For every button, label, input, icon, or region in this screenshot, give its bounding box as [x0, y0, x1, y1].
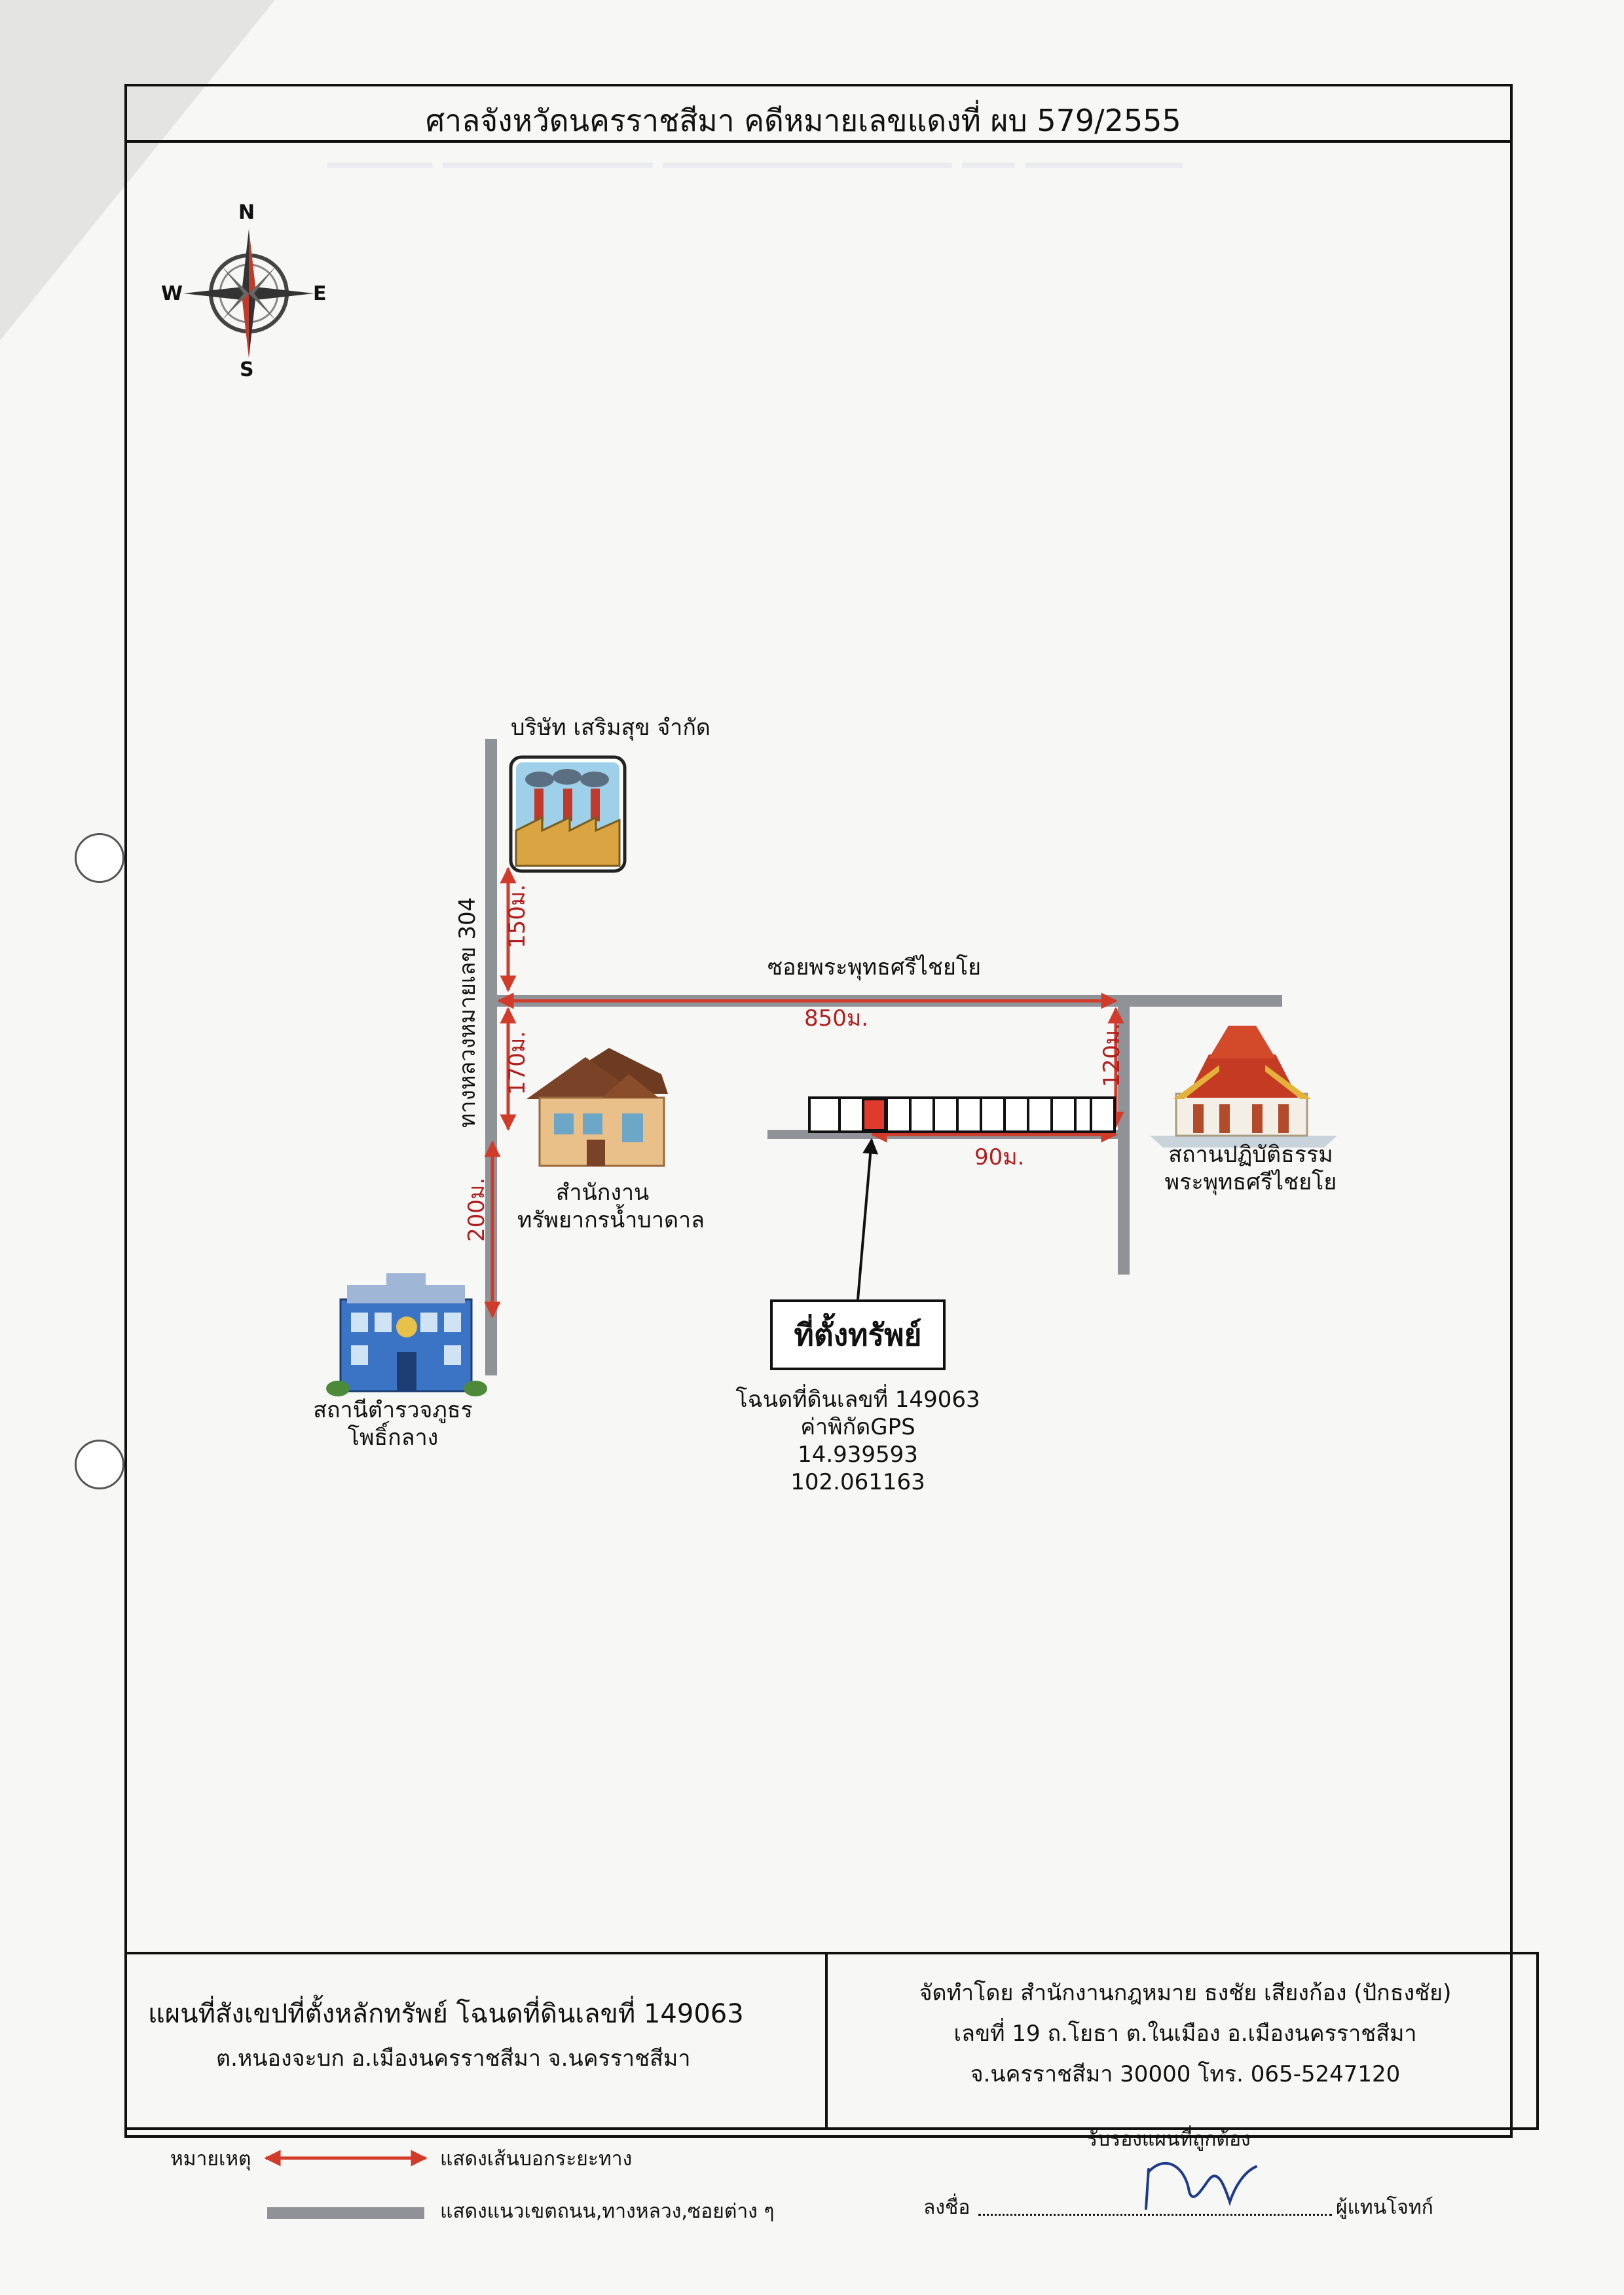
- groundwater-office-icon: [526, 1048, 668, 1167]
- handwritten-signature: [1145, 2162, 1257, 2210]
- groundwater-office-label-line2: ทรัพยากรน้ำบาดาล: [517, 1207, 705, 1233]
- page-title: ศาลจังหวัดนครราชสีมา คดีหมายเลขแดงที่ ผบ…: [426, 103, 1181, 138]
- footer-box: [124, 1952, 1539, 2130]
- footer-prepared-by: จัดทำโดย สำนักงานกฎหมาย ธงชัย เสียงก้อง …: [919, 1980, 1452, 2006]
- sign-suffix: ผู้แทนโจทก์: [1336, 2196, 1433, 2219]
- highway-road-label: ทางหลวงหมายเลข 304: [454, 897, 481, 1128]
- police-station-label-line2: โพธิ์กลาง: [347, 1425, 439, 1451]
- legend-distance-swatch: [264, 2150, 428, 2167]
- distance-arrows: [484, 867, 1124, 1318]
- sign-prefix: ลงชื่อ: [923, 2196, 970, 2219]
- footer-map-title: แผนที่สังเขปที่ตั้งหลักทรัพย์ โฉนดที่ดิน…: [148, 1999, 744, 2029]
- distance-label-90: 90ม.: [974, 1144, 1025, 1170]
- soi-road-label: ซอยพระพุทธศรีไชยโย: [767, 954, 982, 980]
- legend-road-label: แสดงแนวเขตถนน,ทางหลวง,ซอยต่าง ๆ: [440, 2200, 775, 2223]
- temple-label-line2: พระพุทธศรีไชยโย: [1164, 1169, 1337, 1195]
- distance-label-850: 850ม.: [804, 1005, 869, 1032]
- compass-rose-icon: [183, 229, 314, 358]
- title-bar: [124, 84, 1513, 143]
- factory-icon: [509, 755, 627, 873]
- compass-north-label: N: [238, 201, 255, 224]
- site-location-box: ที่ตั้งทรัพย์: [770, 1299, 946, 1370]
- temple-icon: [1150, 1026, 1337, 1148]
- legend-distance-label: แสดงเส้นบอกระยะทาง: [440, 2148, 633, 2171]
- distance-label-120: 120ม.: [1099, 1022, 1125, 1087]
- footer-contact: จ.นครราชสีมา 30000 โทร. 065-5247120: [970, 2061, 1401, 2087]
- site-pointer-line: [857, 1138, 879, 1300]
- punch-hole-bottom: [75, 1440, 124, 1489]
- folded-corner: [0, 0, 275, 341]
- company-label: บริษัท เสริมสุข จำกัด: [511, 715, 711, 741]
- distance-label-170: 170ม.: [504, 1030, 530, 1095]
- distance-label-150: 150ม.: [504, 884, 530, 948]
- bleed-through-text: ▔▔▔▔ ▔▔▔▔▔▔▔▔ ▔▔▔▔▔▔▔▔▔▔▔ ▔▔ ▔▔▔▔▔▔: [327, 164, 1183, 203]
- footer-divider: [825, 1952, 828, 2130]
- site-gps-lon: 102.061163: [790, 1469, 925, 1495]
- compass-east-label: E: [313, 282, 327, 305]
- legend-road-swatch: [267, 2207, 424, 2219]
- police-station-label-line1: สถานีตำรวจภูธร: [313, 1397, 473, 1423]
- site-gps-label: ค่าพิกัดGPS: [800, 1414, 915, 1440]
- compass-south-label: S: [240, 358, 254, 381]
- sign-dotted-line: [978, 2214, 1332, 2216]
- police-station-icon: [326, 1273, 487, 1396]
- groundwater-office-label-line1: สำนักงาน: [555, 1180, 650, 1206]
- punch-hole-top: [75, 833, 124, 883]
- site-lot-marker: [862, 1098, 887, 1132]
- distance-label-200: 200ม.: [464, 1177, 490, 1242]
- footer-address: เลขที่ 19 ถ.โยธา ต.ในเมือง อ.เมืองนครราช…: [953, 2021, 1417, 2047]
- compass-west-label: W: [161, 282, 183, 305]
- temple-label-line1: สถานปฏิบัติธรรม: [1168, 1142, 1333, 1168]
- footer-map-location: ต.หนองจะบก อ.เมืองนครราชสีมา จ.นครราชสีม…: [216, 2045, 691, 2072]
- land-lot-row: [808, 1096, 1116, 1133]
- certify-text: รับรองแผนที่ถูกต้อง: [1087, 2128, 1251, 2151]
- legend-title: หมายเหตุ: [170, 2148, 251, 2171]
- site-gps-lat: 14.939593: [798, 1442, 918, 1468]
- page-frame: [124, 84, 1513, 2138]
- site-deed-number: โฉนดที่ดินเลขที่ 149063: [735, 1387, 980, 1413]
